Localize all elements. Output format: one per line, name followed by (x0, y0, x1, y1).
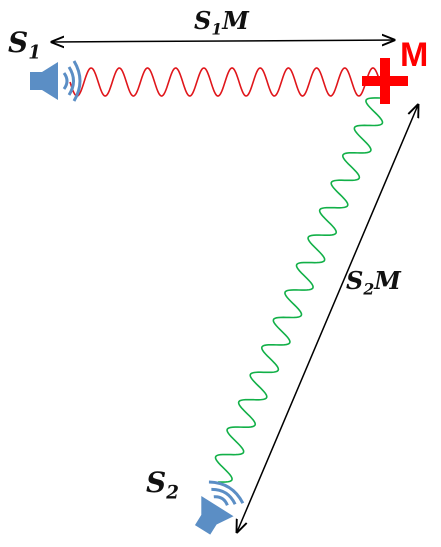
speaker-icon (30, 60, 82, 102)
label-main: S (346, 266, 364, 295)
label-subscript: 2 (363, 279, 375, 299)
wave-s2-to-m (214, 97, 384, 483)
cross-marker-icon (362, 58, 408, 104)
speaker-icon (194, 480, 245, 535)
source-2-label: S2 (146, 466, 179, 503)
label-subscript: 2 (166, 482, 179, 504)
distance-arrow-s2m (237, 105, 418, 532)
label-tail: M (374, 266, 401, 295)
label-main: S (194, 6, 212, 35)
label-main: S (8, 26, 29, 59)
label-subscript: 1 (28, 42, 41, 64)
source-1-label: S1 (8, 26, 41, 63)
distance-s1m-label: S1M (194, 6, 249, 38)
label-main: S (146, 466, 167, 499)
wave-s1-to-m (69, 67, 381, 97)
distance-s2m-label: S2M (346, 266, 401, 298)
point-m-label: M (400, 36, 429, 74)
label-subscript: 1 (211, 19, 223, 39)
label-tail: M (222, 6, 249, 35)
distance-arrow-s1m (52, 40, 394, 42)
